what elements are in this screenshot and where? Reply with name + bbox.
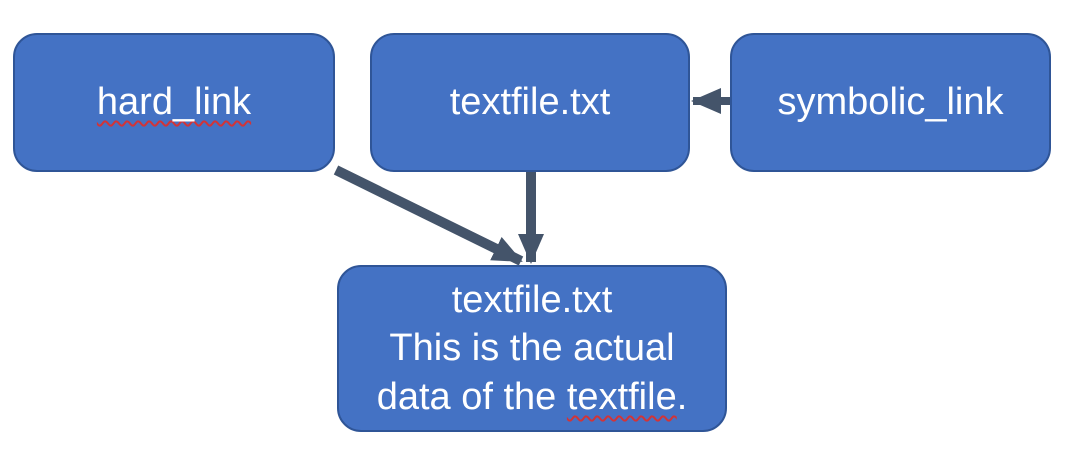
node-textfile: textfile.txt bbox=[370, 33, 690, 172]
node-hard-link: hard_link bbox=[13, 33, 335, 172]
node-symbolic-link-label: symbolic_link bbox=[777, 81, 1004, 124]
node-data-file-line2: This is the actual bbox=[389, 327, 675, 370]
node-data-file-line3-before: data of the bbox=[376, 375, 557, 418]
node-symbolic-link: symbolic_link bbox=[730, 33, 1051, 172]
arrow-hard-link-to-data-file-icon bbox=[333, 165, 524, 266]
node-data-file-line3: data of the textfile. bbox=[377, 373, 688, 422]
node-data-file-line3-after: . bbox=[676, 375, 688, 418]
node-hard-link-label: hard_link bbox=[96, 81, 252, 124]
node-data-file-line3-word: textfile bbox=[566, 375, 677, 418]
node-data-file: textfile.txt This is the actual data of … bbox=[337, 265, 727, 432]
node-data-file-line1: textfile.txt bbox=[451, 278, 613, 321]
node-textfile-label: textfile.txt bbox=[449, 81, 611, 124]
